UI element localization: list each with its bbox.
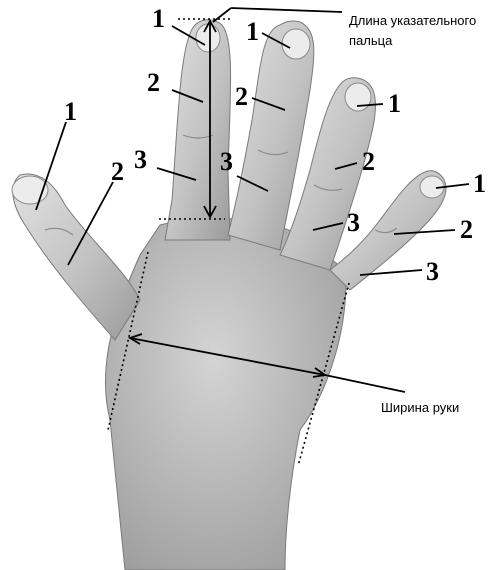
thumb-nail: [11, 175, 49, 205]
ring-segment-2-label: 2: [362, 147, 375, 176]
index-length-caption-line2: пальца: [349, 33, 393, 48]
hand-width-caption: Ширина руки: [381, 400, 459, 415]
middle-finger-shape: [227, 20, 315, 251]
thumb-segment-1-label: 1: [64, 97, 77, 126]
middle-segment-1-label: 1: [246, 17, 259, 46]
palm-shape: [104, 217, 347, 570]
ring-finger-shape: [279, 77, 376, 271]
middle-nail: [281, 28, 311, 60]
ring-nail: [344, 82, 372, 112]
index-segment-2-label: 2: [147, 68, 160, 97]
annotation-lines: [35, 7, 470, 467]
middle-segment-3-label: 3: [220, 147, 233, 176]
segment-labels: 1 2 3 1 2 3 1 2 3 1 2 3 1 2: [64, 4, 486, 286]
little-segment-3-label: 3: [426, 257, 439, 286]
ring-segment-3-label: 3: [347, 208, 360, 237]
middle-segment-2-label: 2: [235, 82, 248, 111]
little-finger-shape: [329, 170, 447, 291]
index-finger-shape: [164, 19, 232, 241]
index-segment-3-label: 3: [134, 145, 147, 174]
index-nail: [195, 23, 221, 53]
index-segment-1-label: 1: [152, 4, 165, 33]
index-length-caption-line1: Длина указательного: [349, 13, 476, 28]
knuckle-creases: [44, 134, 398, 236]
ring-segment-1-label: 1: [388, 89, 401, 118]
little-segment-1-label: 1: [473, 169, 486, 198]
captions: Длина указательного пальца Ширина руки: [349, 13, 476, 415]
thumb-shape: [12, 173, 141, 341]
hand-silhouette: [11, 19, 447, 570]
little-segment-2-label: 2: [460, 215, 473, 244]
thumb-segment-2-label: 2: [111, 157, 124, 186]
